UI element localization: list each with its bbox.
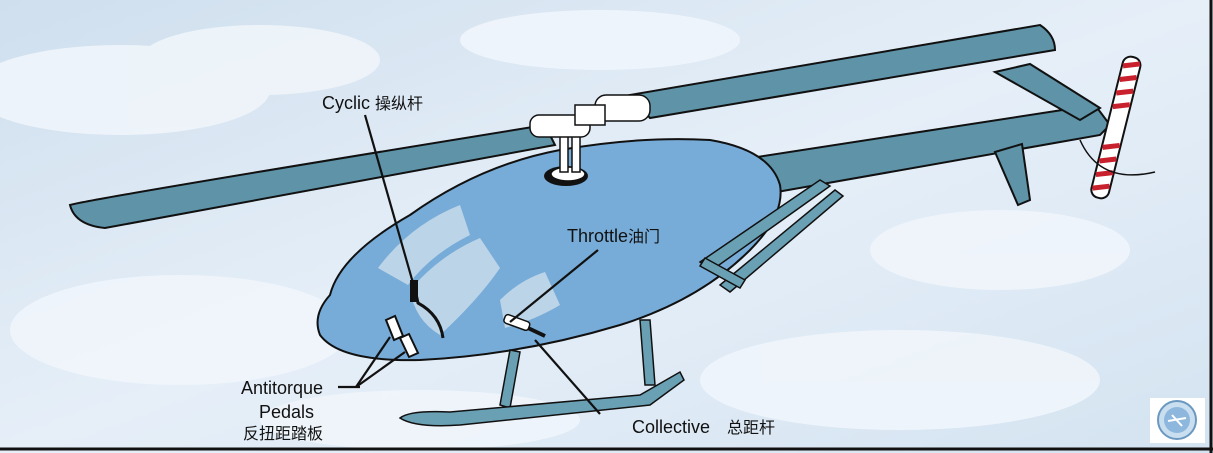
side-window	[410, 238, 500, 335]
cyclic-label: Cyclic 操纵杆	[322, 94, 423, 112]
antitorque-pedals	[384, 314, 420, 359]
vertical-fin	[992, 62, 1102, 122]
antitorque-label-cn: 反扭距踏板	[243, 424, 324, 443]
rotor-hub	[529, 94, 651, 186]
throttle-label: Throttle油门	[567, 227, 660, 245]
leader-lines	[338, 114, 601, 415]
throttle-label-en: Throttle	[567, 226, 629, 246]
landing-gear	[398, 319, 685, 427]
antitorque-label-line1: Antitorque	[241, 378, 324, 398]
skid	[398, 370, 685, 427]
throttle-label-cn: 油门	[628, 227, 661, 246]
rear-window	[500, 272, 560, 328]
antitorque-label-line2: Pedals	[259, 402, 315, 422]
main-rotor-blade-left	[68, 123, 557, 230]
cyclic-label-cn: 操纵杆	[375, 94, 424, 113]
tail-struts	[698, 179, 845, 293]
windshield	[378, 205, 470, 285]
collective-label-cn: 总距杆	[727, 418, 776, 437]
collective-label: Collective 总距杆	[632, 418, 775, 436]
horizontal-stabilizer	[993, 142, 1032, 207]
collective-throttle-lever	[503, 313, 546, 338]
cyclic-label-en: Cyclic	[322, 93, 370, 113]
helicopter-emblem-icon	[1150, 398, 1205, 443]
cyclic-control	[410, 280, 445, 339]
collective-label-en: Collective	[632, 417, 711, 437]
tail-rotor	[1079, 55, 1156, 200]
main-rotor-blade-right	[628, 23, 1057, 120]
